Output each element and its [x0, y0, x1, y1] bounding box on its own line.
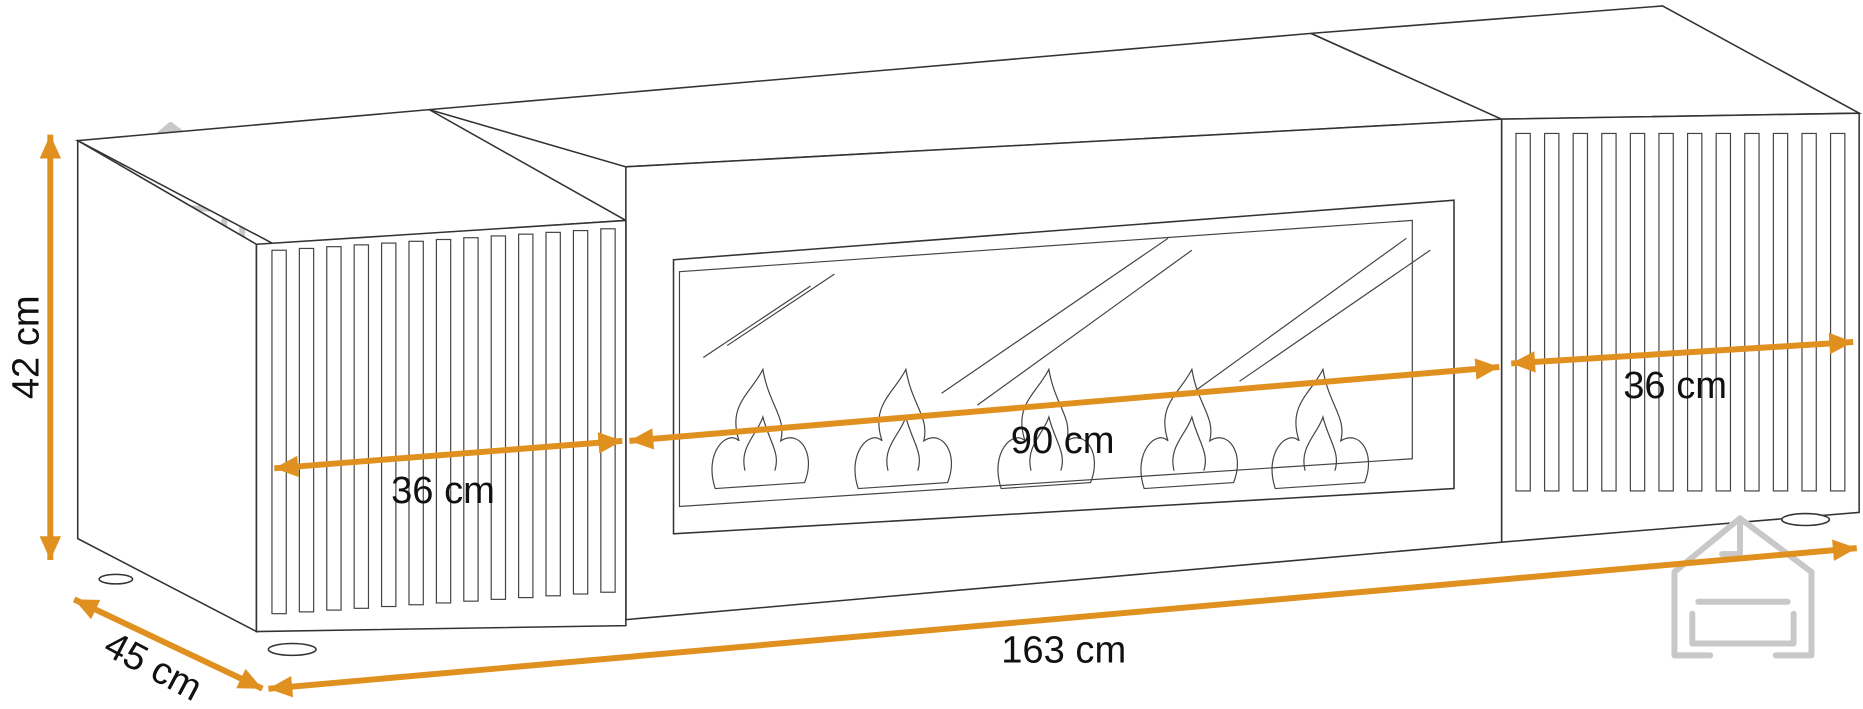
right-cabinet-width-label: 36 cm [1623, 364, 1727, 407]
tv-cabinet [75, 5, 1863, 657]
house-sofa-watermark-icon [1671, 515, 1815, 659]
dimension-arrow [629, 358, 1500, 450]
fireplace-window [672, 199, 1455, 535]
dimension-arrow [274, 432, 623, 478]
right-cabinet-front [1500, 112, 1860, 544]
left-cabinet-width-label: 36 cm [391, 469, 495, 512]
dimension-arrow [1511, 332, 1854, 373]
dimension-arrow [268, 539, 1858, 698]
flames [711, 367, 1370, 490]
fireplace-width-label: 90 cm [1011, 419, 1115, 462]
dimension-arrow [39, 134, 62, 561]
total-width-label: 163 cm [1001, 629, 1126, 672]
door-slats [271, 132, 1846, 615]
glass-reflections [702, 237, 1431, 406]
height-label: 42 cm [4, 295, 47, 399]
dimension-arrow [72, 596, 264, 692]
